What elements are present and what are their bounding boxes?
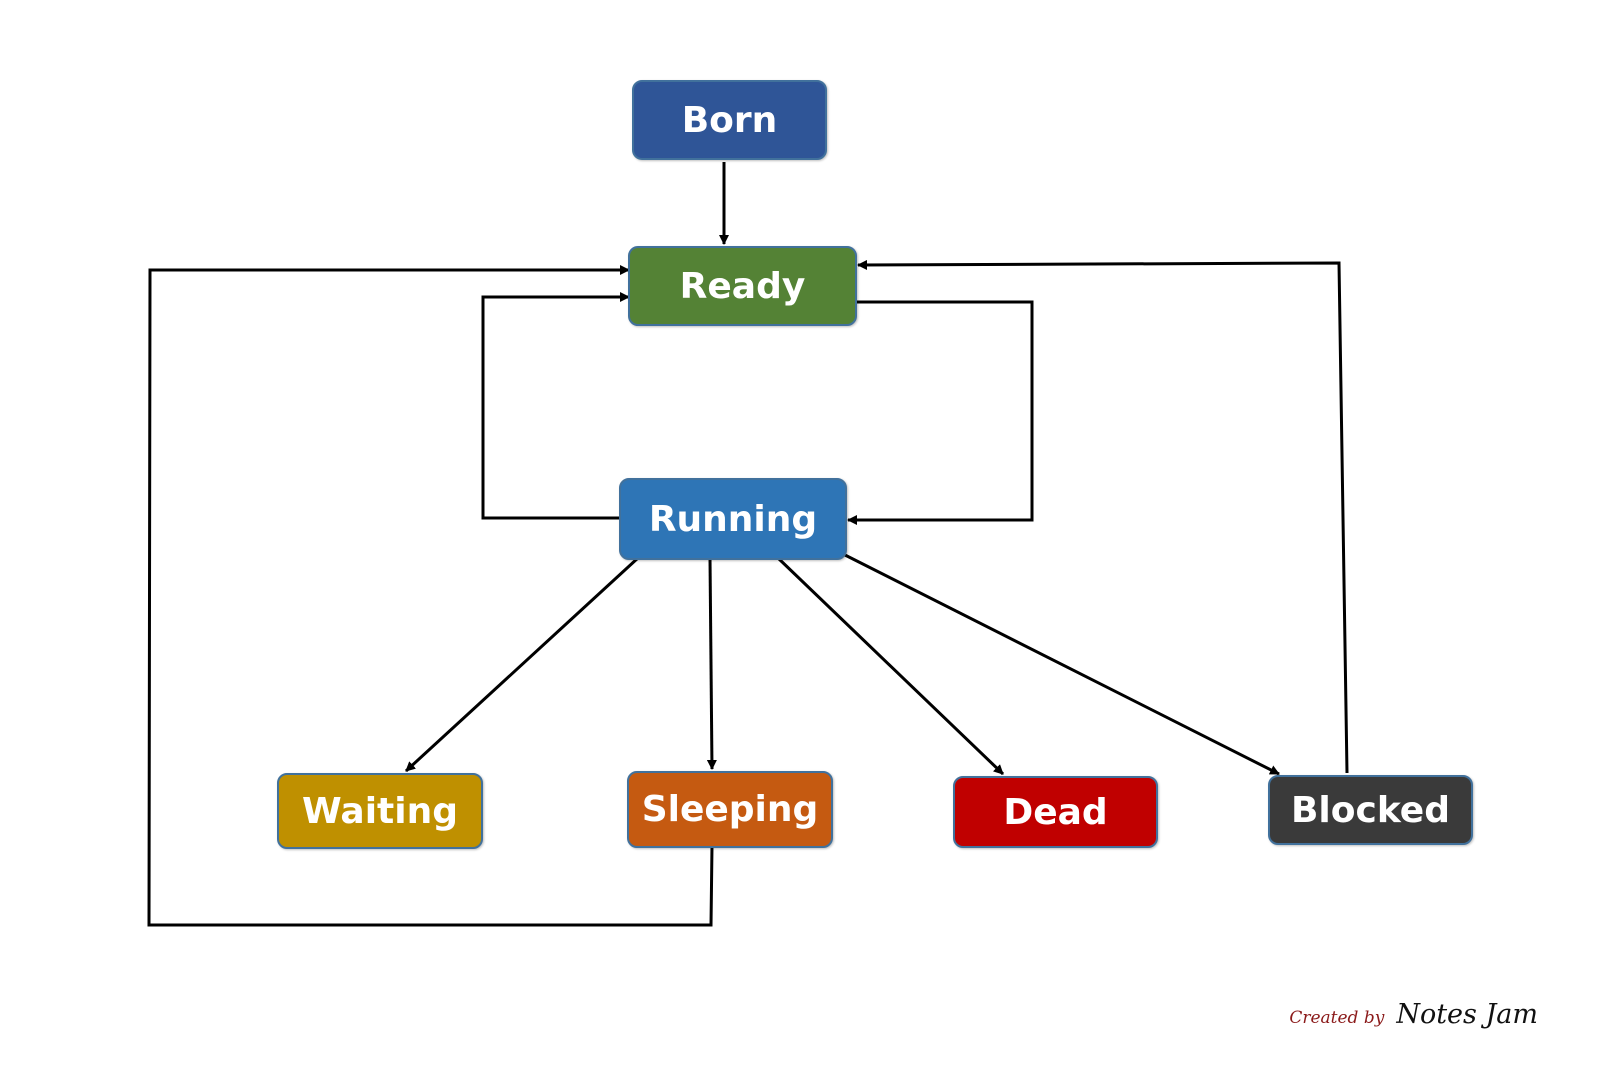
credit-name: Notes Jam xyxy=(1396,999,1538,1030)
credit-prefix: Created by xyxy=(1289,1008,1385,1028)
edge-running-to-waiting xyxy=(404,556,640,773)
edge-ready-to-running xyxy=(847,300,1034,525)
running-state: Running xyxy=(619,478,847,560)
sleeping-label: Sleeping xyxy=(641,789,819,830)
edge-running-to-sleeping xyxy=(706,557,717,770)
edge-running-to-dead xyxy=(776,556,1005,776)
waiting-label: Waiting xyxy=(301,790,458,832)
sleeping-state: Sleeping xyxy=(627,771,833,848)
blocked-state: Blocked xyxy=(1268,775,1473,845)
blocked-label: Blocked xyxy=(1290,789,1450,831)
ready-state: Ready xyxy=(628,246,857,326)
credit-watermark: Created by Notes Jam xyxy=(1289,999,1538,1030)
born-state: Born xyxy=(632,80,827,160)
edge-running-to-ready xyxy=(481,292,630,520)
edge-sleeping-to-ready xyxy=(147,265,714,927)
running-label: Running xyxy=(648,498,818,540)
born-label: Born xyxy=(681,99,778,141)
waiting-state: Waiting xyxy=(277,773,483,849)
dead-state: Dead xyxy=(953,776,1158,848)
edge-running-to-blocked xyxy=(844,553,1280,776)
ready-label: Ready xyxy=(679,265,806,307)
dead-label: Dead xyxy=(1003,791,1108,833)
edge-blocked-to-ready xyxy=(857,259,1349,774)
